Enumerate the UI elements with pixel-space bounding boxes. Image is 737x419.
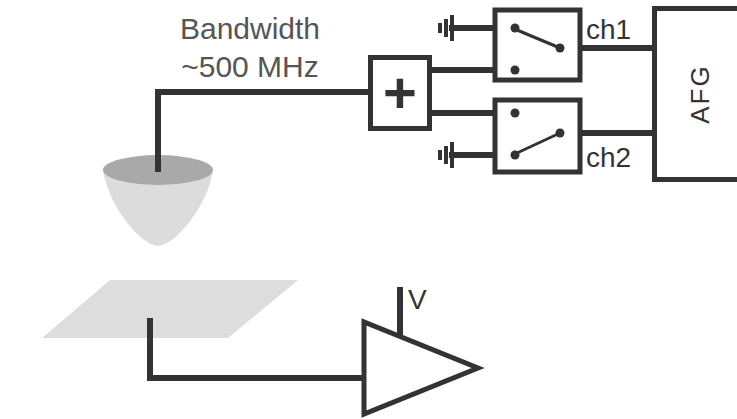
voltage-label: V bbox=[408, 284, 427, 316]
switch-box bbox=[495, 100, 580, 172]
switch-arm bbox=[517, 30, 560, 48]
ground-symbol bbox=[444, 146, 448, 164]
node-text: + bbox=[383, 64, 417, 122]
ground-symbol bbox=[438, 150, 442, 160]
bandwidth-label: Bandwidth ~500 MHz bbox=[150, 10, 350, 86]
probe-wire bbox=[155, 155, 161, 172]
switch-box bbox=[495, 10, 580, 80]
switch-contact bbox=[511, 66, 520, 75]
switch-contact bbox=[511, 109, 520, 118]
switch-contact bbox=[511, 24, 520, 33]
amplifier-symbol bbox=[364, 322, 478, 414]
probe-wire bbox=[158, 92, 370, 168]
signal-wire bbox=[147, 318, 153, 340]
ground-symbol bbox=[450, 142, 454, 168]
supply-wire bbox=[397, 290, 403, 336]
ground-symbol bbox=[438, 23, 442, 33]
channel-label: ch1 bbox=[586, 14, 631, 46]
node-text: AFG bbox=[686, 64, 712, 123]
switch-arm bbox=[517, 133, 560, 153]
sample-plate bbox=[42, 280, 298, 338]
switch-contact bbox=[556, 129, 565, 138]
ground-symbol bbox=[450, 15, 454, 41]
probe-tip-top bbox=[103, 155, 213, 185]
switch-contact bbox=[556, 44, 565, 53]
switch-contact bbox=[511, 151, 520, 160]
channel-label: ch2 bbox=[586, 142, 631, 174]
ground-symbol bbox=[444, 19, 448, 37]
summing-box: + bbox=[368, 55, 432, 131]
afg-box: AFG bbox=[652, 6, 737, 182]
